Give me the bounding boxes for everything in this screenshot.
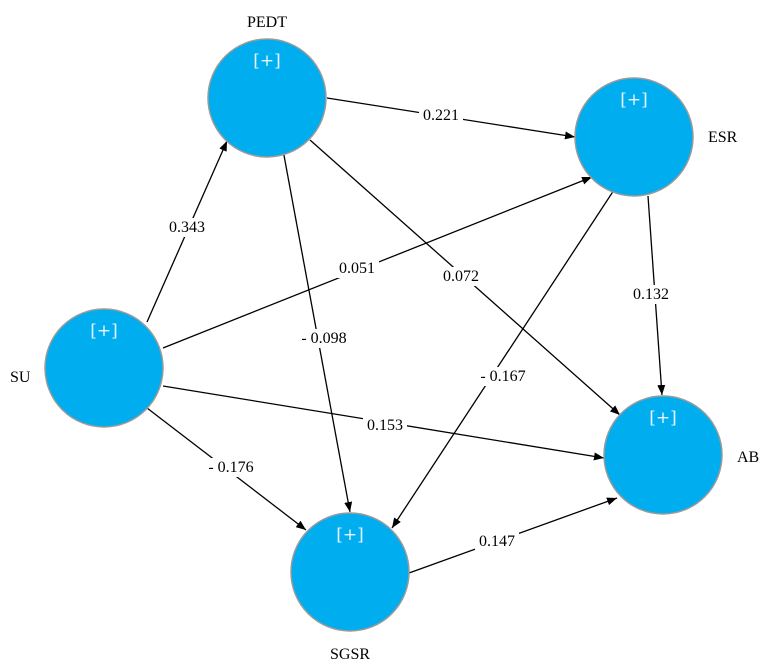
edge-sgsr-to-ab: 0.147 <box>408 497 618 574</box>
path-coefficient-label: 0.072 <box>443 268 479 285</box>
construct-label: SU <box>10 369 31 386</box>
label-background <box>419 106 463 125</box>
expand-toggle[interactable]: [+] <box>253 51 281 71</box>
construct-su[interactable]: [+] SU <box>10 308 164 428</box>
construct-circle[interactable] <box>44 308 164 428</box>
path-coefficient-label: 0.221 <box>423 107 459 124</box>
path-coefficient-label: 0.132 <box>633 286 669 303</box>
expand-toggle[interactable]: [+] <box>336 525 364 545</box>
edge-su-to-ab: 0.153 <box>162 385 605 461</box>
path-coefficient-label: 0.153 <box>367 417 403 434</box>
nodes-layer: [+] PEDT [+] ESR [+] SU [+] AB [+] SGSR <box>10 14 759 663</box>
edge-esr-to-ab: 0.132 <box>629 195 673 396</box>
construct-pedt[interactable]: [+] PEDT <box>207 14 327 158</box>
construct-circle[interactable] <box>207 38 327 158</box>
expand-toggle[interactable]: [+] <box>620 90 648 110</box>
path-coefficient-label: 0.147 <box>479 533 515 550</box>
edge-su-to-sgsr: - 0.176 <box>146 407 307 531</box>
edge-arrow <box>391 189 615 529</box>
label-background <box>204 458 258 477</box>
construct-sgsr[interactable]: [+] SGSR <box>290 512 410 663</box>
construct-circle[interactable] <box>603 395 723 515</box>
edge-pedt-to-ab: 0.072 <box>309 139 621 416</box>
construct-circle[interactable] <box>574 77 694 197</box>
edge-pedt-to-esr: 0.221 <box>326 97 576 140</box>
edges-layer: 0.343 0.221 0.051 0.072 - 0.098 0.132 - 0.167 0… <box>146 97 673 574</box>
label-background <box>165 218 209 237</box>
label-background <box>475 532 519 551</box>
path-coefficient-label: - 0.167 <box>480 368 525 385</box>
label-background <box>335 259 379 278</box>
edge-su-to-esr: 0.051 <box>162 176 593 349</box>
construct-label: AB <box>737 449 759 466</box>
expand-toggle[interactable]: [+] <box>90 321 118 341</box>
path-coefficient-label: 0.051 <box>339 260 375 277</box>
label-background <box>439 267 483 286</box>
label-background <box>476 367 530 386</box>
construct-circle[interactable] <box>290 512 410 632</box>
expand-toggle[interactable]: [+] <box>649 408 677 428</box>
construct-ab[interactable]: [+] AB <box>603 395 759 515</box>
edge-esr-to-sgsr: - 0.167 <box>391 189 615 529</box>
label-background <box>363 416 407 435</box>
path-coefficient-label: - 0.098 <box>301 330 346 347</box>
construct-label: SGSR <box>330 646 370 663</box>
label-background <box>297 329 351 348</box>
label-background <box>629 285 673 304</box>
path-coefficient-label: 0.343 <box>169 219 205 236</box>
construct-esr[interactable]: [+] ESR <box>574 77 738 197</box>
edge-pedt-to-sgsr: - 0.098 <box>282 149 353 513</box>
path-coefficient-label: - 0.176 <box>208 459 253 476</box>
construct-label: ESR <box>708 129 738 146</box>
edge-su-to-pedt: 0.343 <box>146 140 228 323</box>
construct-label: PEDT <box>247 14 287 31</box>
